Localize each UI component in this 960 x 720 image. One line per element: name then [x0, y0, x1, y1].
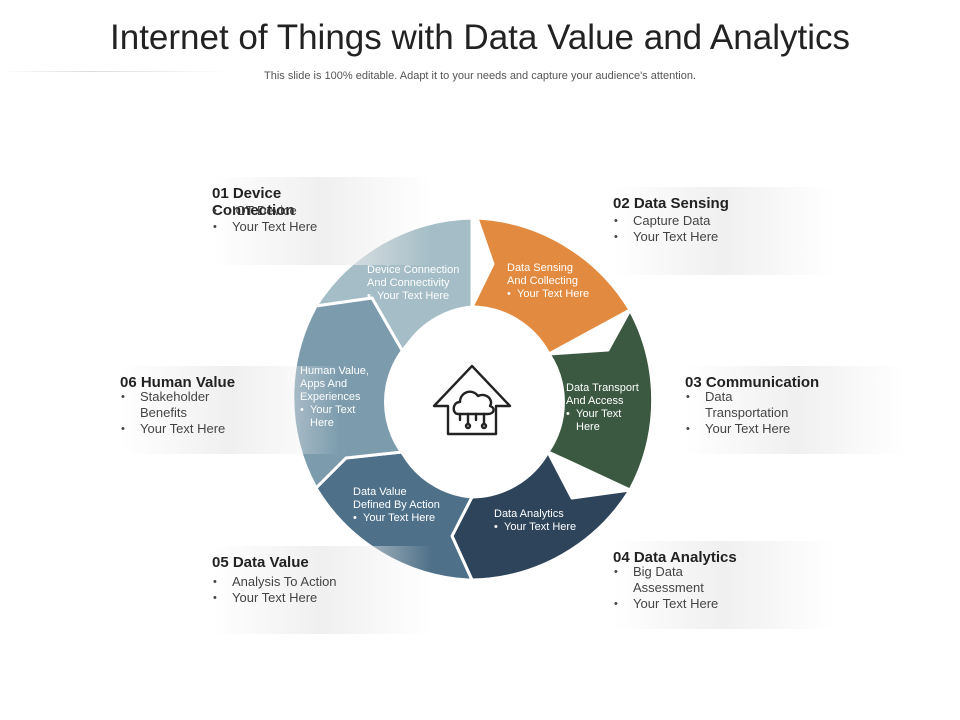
card-heading: 05 Data Value [212, 554, 309, 571]
segment-text-4: Data Analytics Your Text Here [494, 508, 576, 534]
card-list: Analysis To Action Your Text Here [212, 574, 432, 606]
slide-title: Internet of Things with Data Value and A… [110, 18, 850, 57]
segment-data-transport [546, 308, 655, 492]
card-list: Capture Data Your Text Here [613, 213, 833, 245]
slide-subtitle: This slide is 100% editable. Adapt it to… [264, 70, 696, 82]
card-data-value: 05 Data Value Analysis To Action Your Te… [212, 546, 432, 634]
card-heading: 06 Human Value [120, 374, 236, 391]
center-circle [384, 314, 560, 490]
segment-text-1: Device Connection And Connectivity Your … [367, 264, 459, 303]
card-data-sensing: 02 Data Sensing Capture Data Your Text H… [613, 187, 833, 275]
cloud-home-icon [432, 364, 512, 436]
card-list: IOT Device Your Text Here [212, 203, 432, 235]
card-heading: 04 Data Analytics [613, 549, 737, 566]
segment-text-5: Data Value Defined By Action Your Text H… [353, 486, 440, 525]
segment-text-2: Data Sensing And Collecting Your Text He… [507, 262, 589, 301]
decorative-divider [0, 71, 230, 72]
card-device-connection: 01 Device Connection IOT Device Your Tex… [212, 177, 432, 265]
card-heading: 02 Data Sensing [613, 195, 729, 212]
segment-text-3: Data Transport And Access Your Text Here [566, 382, 639, 434]
card-heading: 03 Communication [685, 374, 820, 391]
